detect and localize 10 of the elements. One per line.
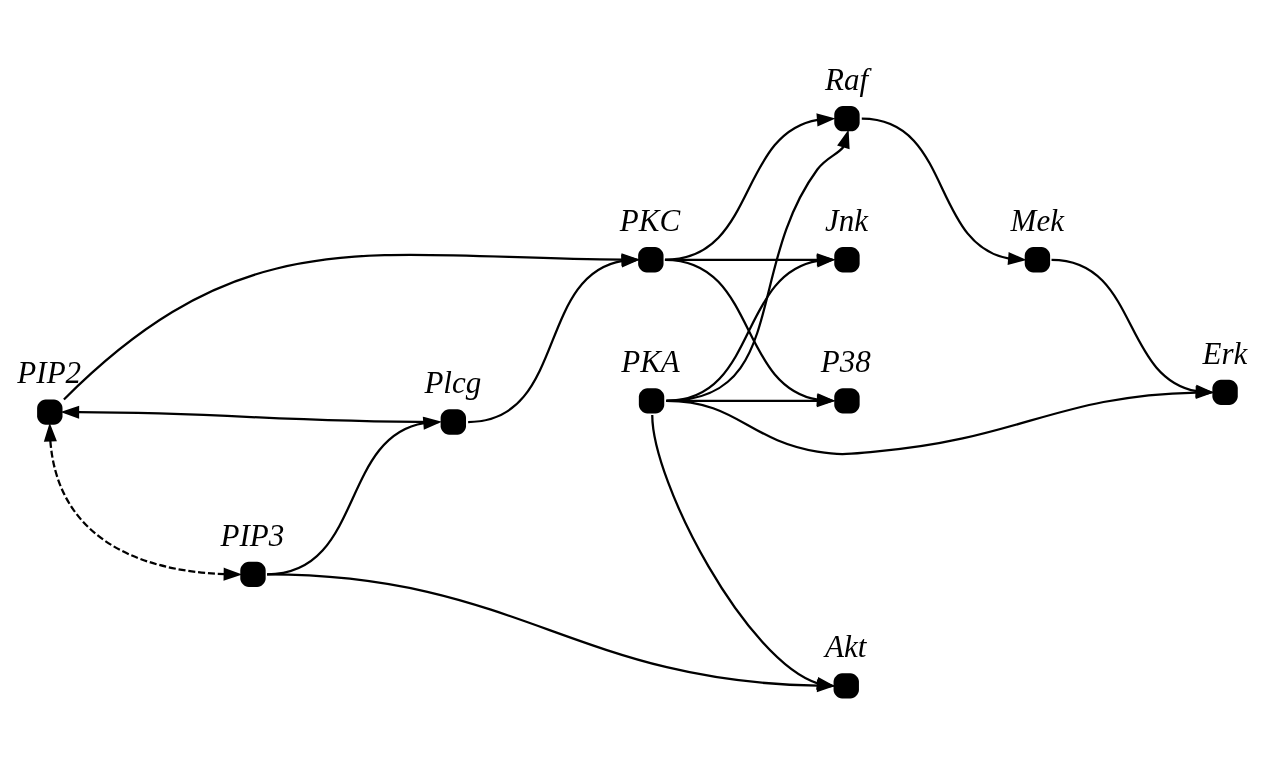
- node-label: Akt: [825, 628, 867, 664]
- node-label: PIP2: [17, 354, 82, 390]
- node-label: Plcg: [424, 364, 482, 400]
- node-label: Erk: [1202, 335, 1248, 371]
- node-label: PKA: [621, 343, 680, 379]
- node-label: Jnk: [825, 202, 869, 238]
- node-label: PKC: [619, 202, 681, 238]
- node-label: PIP3: [220, 517, 285, 553]
- node-label: P38: [820, 343, 871, 379]
- node-label: Mek: [1010, 202, 1064, 238]
